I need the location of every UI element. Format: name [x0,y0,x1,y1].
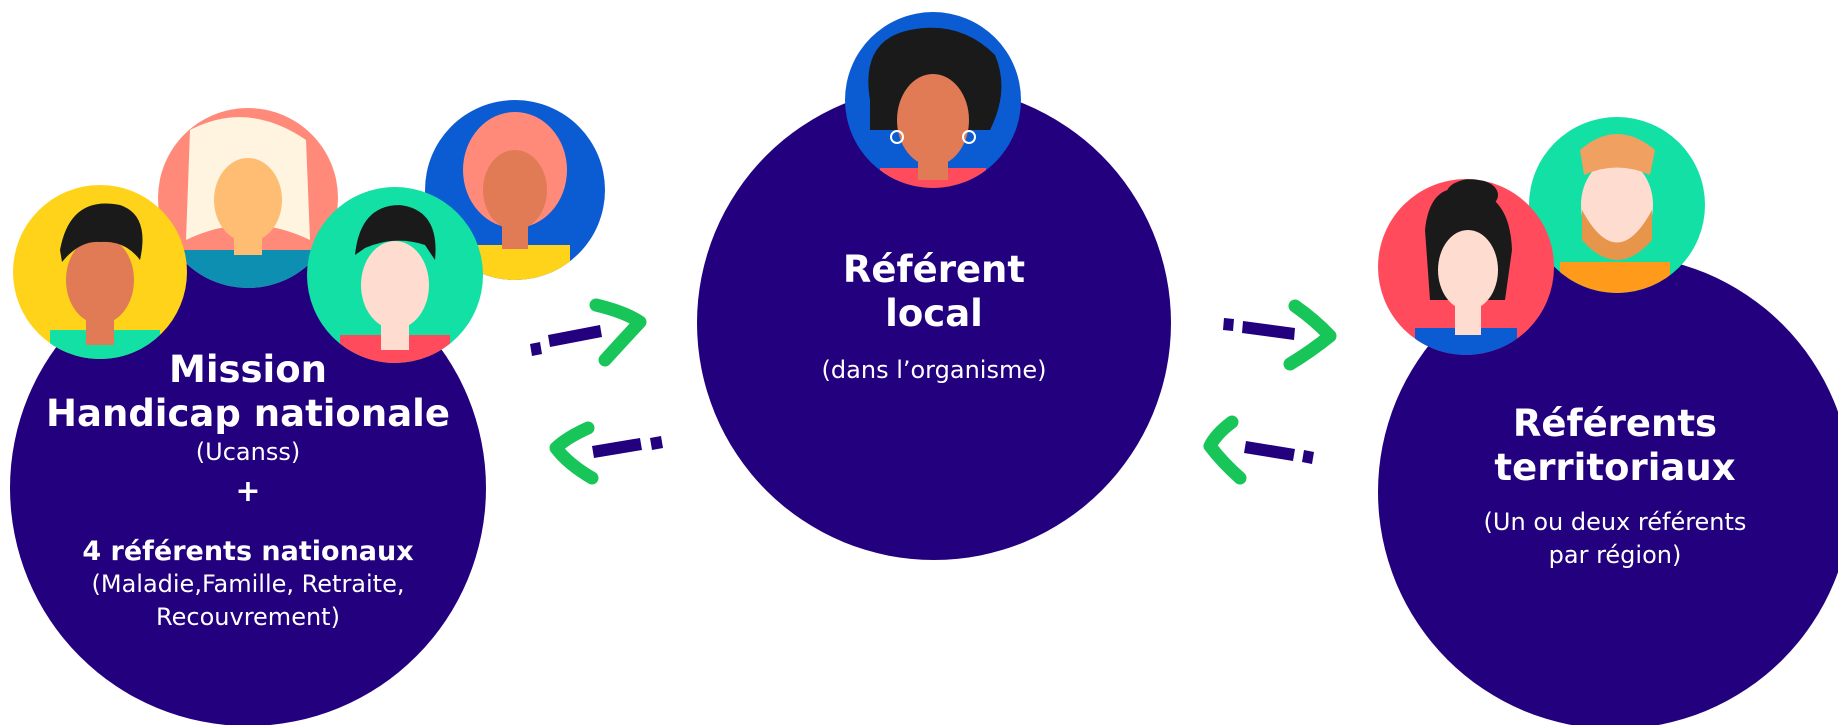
territorial-subtitle-line1: (Un ou deux référents [1483,508,1747,536]
man-green-background-avatar [307,187,483,363]
territorial-title-line1: Référents [1512,402,1718,445]
local-node-label: Référent local (dans l’organisme) [734,248,1134,387]
local-node-circle [697,86,1171,560]
arrow-national-to-local [530,298,647,367]
national-referents: 4 référents nationaux [82,536,414,567]
woman-curly-blue-background-avatar [845,12,1021,188]
woman-red-background-avatar [1378,179,1554,355]
national-node-label: Mission Handicap nationale (Ucanss) + 4 … [40,348,456,634]
woman-blond-salmon-background-avatar [158,108,338,288]
arrow-local-to-territorial [1223,299,1337,371]
local-title-line2: local [885,292,983,335]
national-branches-line1: (Maladie,Famille, Retraite, [91,570,405,598]
plus-sign: + [235,474,261,509]
man-beard-green-background-avatar [1529,117,1705,293]
territorial-node-circle [1378,255,1838,725]
national-branches-line2: Recouvrement) [156,603,340,631]
national-title-line2: Handicap nationale [46,392,450,435]
national-org: (Ucanss) [195,438,301,466]
national-title-line1: Mission [169,348,327,391]
arrow-local-to-national [549,421,663,485]
local-subtitle: (dans l’organisme) [821,356,1047,384]
man-yellow-background-avatar [13,185,187,359]
territorial-title-line2: territoriaux [1494,446,1736,489]
territorial-node-label: Référents territoriaux (Un ou deux référ… [1415,402,1815,572]
woman-blue-background-avatar [425,100,605,280]
territorial-subtitle-line2: par région) [1548,541,1682,569]
arrow-territorial-to-local [1203,415,1314,485]
local-title-line1: Référent [842,248,1026,291]
national-node-circle [10,250,486,725]
